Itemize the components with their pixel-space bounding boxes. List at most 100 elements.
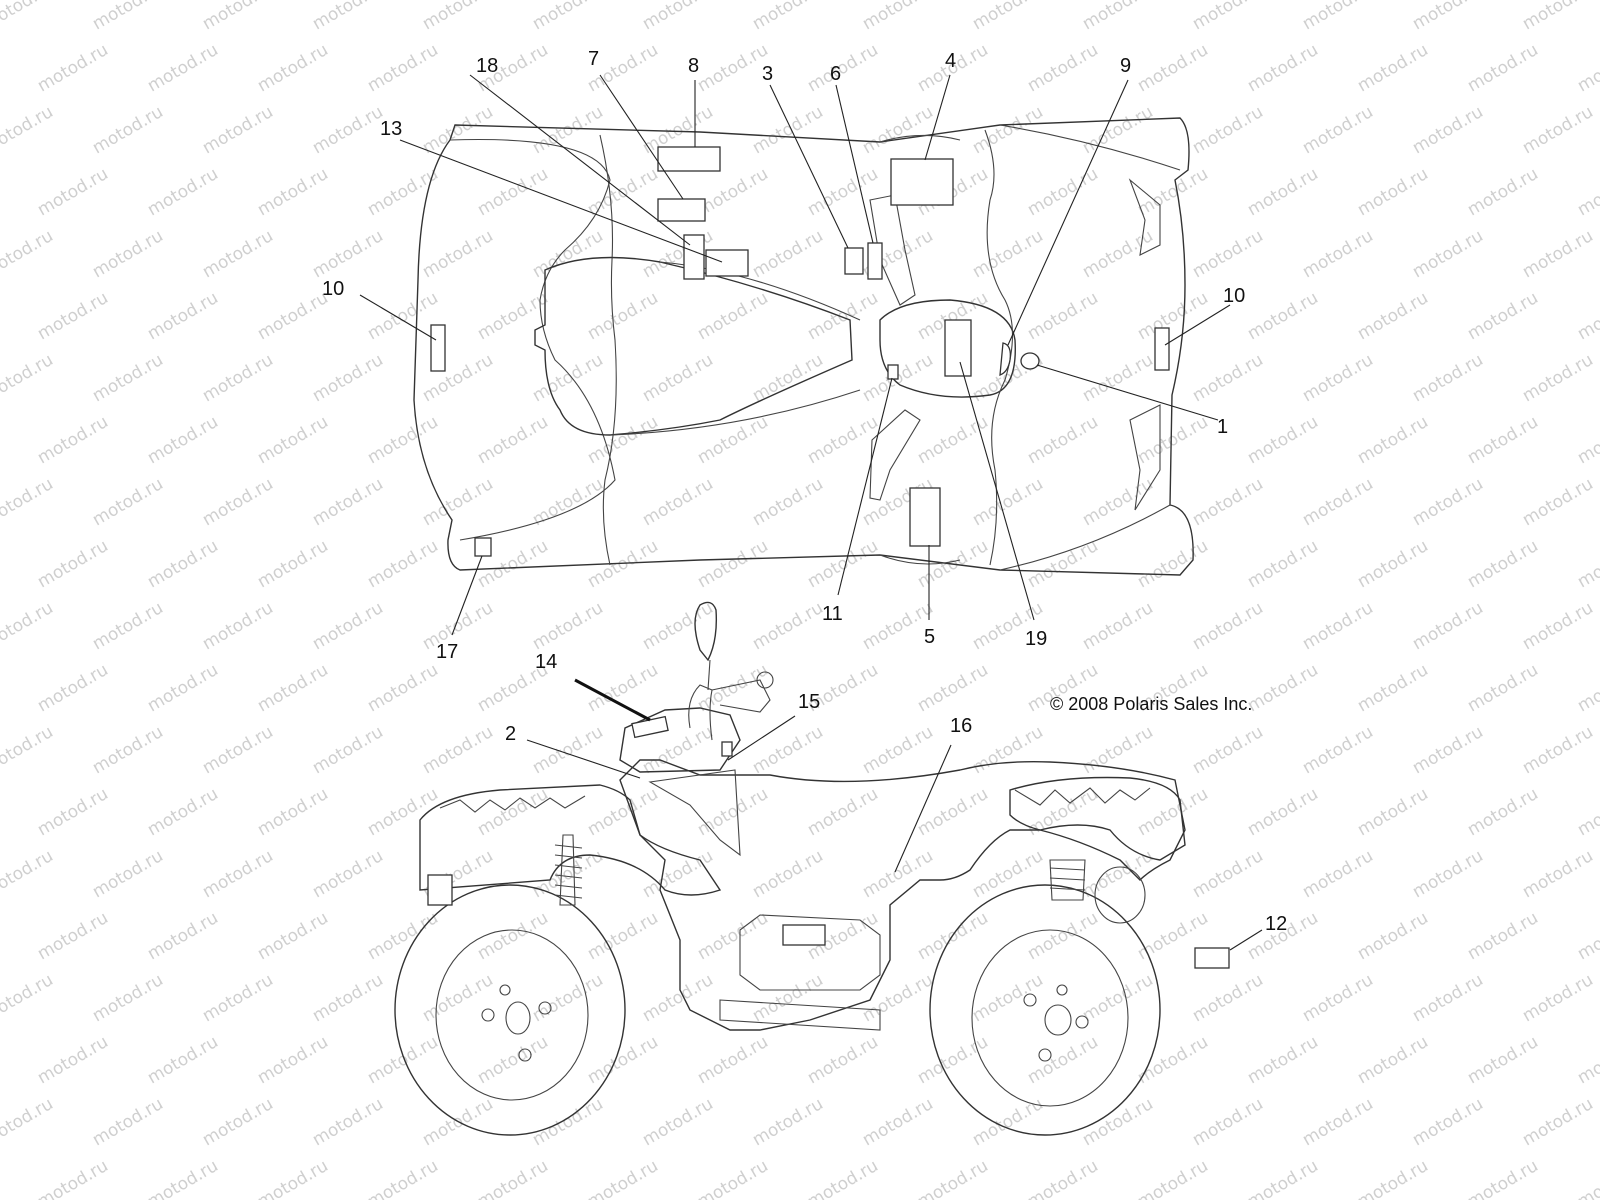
- decal-8: [657, 146, 721, 172]
- watermark-text: motod.ru: [639, 598, 717, 654]
- watermark-text: motod.ru: [749, 226, 827, 282]
- decal-6: [867, 242, 883, 280]
- watermark-text: motod.ru: [749, 0, 827, 34]
- watermark-text: motod.ru: [529, 598, 607, 654]
- watermark-text: motod.ru: [89, 102, 167, 158]
- watermark-text: motod.ru: [199, 970, 277, 1026]
- watermark-text: motod.ru: [1354, 288, 1432, 344]
- watermark-text: motod.ru: [364, 1156, 442, 1200]
- watermark-text: motod.ru: [1299, 1094, 1377, 1150]
- watermark-text: motod.ru: [969, 102, 1047, 158]
- watermark-text: motod.ru: [1519, 0, 1597, 34]
- callout-8: 8: [688, 55, 699, 77]
- watermark-text: motod.ru: [1519, 722, 1597, 778]
- watermark-text: motod.ru: [1574, 536, 1600, 592]
- watermark-text: motod.ru: [1409, 598, 1487, 654]
- watermark-text: motod.ru: [309, 474, 387, 530]
- watermark-text: motod.ru: [1244, 40, 1322, 96]
- watermark-text: motod.ru: [0, 350, 57, 406]
- watermark-text: motod.ru: [34, 784, 112, 840]
- watermark-text: motod.ru: [529, 0, 607, 34]
- callout-18: 18: [476, 55, 498, 77]
- watermark-text: motod.ru: [309, 598, 387, 654]
- watermark-text: motod.ru: [1574, 908, 1600, 964]
- watermark-text: motod.ru: [89, 474, 167, 530]
- watermark-text: motod.ru: [1464, 164, 1542, 220]
- watermark-text: motod.ru: [34, 40, 112, 96]
- watermark-text: motod.ru: [749, 1094, 827, 1150]
- watermark-text: motod.ru: [749, 474, 827, 530]
- watermark-text: motod.ru: [859, 722, 937, 778]
- watermark-text: motod.ru: [89, 226, 167, 282]
- watermark-text: motod.ru: [1189, 1094, 1267, 1150]
- watermark-text: motod.ru: [694, 412, 772, 468]
- watermark-text: motod.ru: [584, 1156, 662, 1200]
- callout-4: 4: [945, 50, 956, 72]
- watermark-text: motod.ru: [1244, 536, 1322, 592]
- watermark-text: motod.ru: [474, 784, 552, 840]
- watermark-text: motod.ru: [914, 1156, 992, 1200]
- watermark-text: motod.ru: [419, 0, 497, 34]
- watermark-text: motod.ru: [1574, 288, 1600, 344]
- watermark-text: motod.ru: [1024, 164, 1102, 220]
- watermark-text: motod.ru: [1464, 660, 1542, 716]
- watermark-text: motod.ru: [694, 40, 772, 96]
- atv-top-view: [359, 74, 1231, 636]
- watermark-text: motod.ru: [144, 288, 222, 344]
- watermark-text: motod.ru: [364, 536, 442, 592]
- watermark-text: motod.ru: [1574, 40, 1600, 96]
- watermark-text: motod.ru: [1409, 1094, 1487, 1150]
- watermark-text: motod.ru: [1134, 1156, 1212, 1200]
- watermark-text: motod.ru: [1519, 846, 1597, 902]
- watermark-text: motod.ru: [1409, 0, 1487, 34]
- watermark-text: motod.ru: [199, 846, 277, 902]
- watermark-text: motod.ru: [34, 536, 112, 592]
- callout-19: 19: [1025, 628, 1047, 650]
- watermark-text: motod.ru: [1189, 350, 1267, 406]
- watermark-text: motod.ru: [529, 846, 607, 902]
- watermark-text: motod.ru: [1134, 412, 1212, 468]
- watermark-text: motod.ru: [969, 0, 1047, 34]
- callout-13: 13: [380, 118, 402, 140]
- watermark-text: motod.ru: [1409, 722, 1487, 778]
- watermark-text: motod.ru: [1299, 102, 1377, 158]
- watermark-text: motod.ru: [0, 102, 57, 158]
- watermark-text: motod.ru: [914, 412, 992, 468]
- watermark-text: motod.ru: [89, 722, 167, 778]
- decal-15: [721, 741, 733, 757]
- watermark-text: motod.ru: [694, 164, 772, 220]
- watermark-text: motod.ru: [529, 970, 607, 1026]
- watermark-text: motod.ru: [1079, 1094, 1157, 1150]
- watermark-text: motod.ru: [89, 1094, 167, 1150]
- decal-side-panel: [782, 924, 826, 946]
- watermark-text: motod.ru: [1464, 1156, 1542, 1200]
- watermark-text: motod.ru: [969, 474, 1047, 530]
- watermark-text: motod.ru: [584, 1032, 662, 1088]
- watermark-text: motod.ru: [0, 226, 57, 282]
- watermark-text: motod.ru: [364, 412, 442, 468]
- watermark-text: motod.ru: [804, 288, 882, 344]
- callouts-side: 14 15 16 2 12: [505, 651, 1287, 935]
- watermark-text: motod.ru: [804, 784, 882, 840]
- watermark-text: motod.ru: [1409, 846, 1487, 902]
- watermark-text: motod.ru: [254, 660, 332, 716]
- watermark-text: motod.ru: [1079, 598, 1157, 654]
- watermark-text: motod.ru: [89, 598, 167, 654]
- watermark-text: motod.ru: [144, 660, 222, 716]
- rear-wheel: [929, 884, 1161, 1136]
- watermark-text: motod.ru: [1354, 908, 1432, 964]
- watermark-text: motod.ru: [0, 846, 57, 902]
- watermark-text: motod.ru: [1079, 722, 1157, 778]
- watermark-text: motod.ru: [639, 0, 717, 34]
- watermark-text: motod.ru: [0, 0, 57, 34]
- watermark-text: motod.ru: [914, 1032, 992, 1088]
- watermark-text: motod.ru: [1354, 536, 1432, 592]
- watermark-text: motod.ru: [1409, 474, 1487, 530]
- callout-11: 11: [822, 603, 843, 625]
- watermark-text: motod.ru: [1134, 40, 1212, 96]
- watermark-text: motod.ru: [474, 1156, 552, 1200]
- watermark-text: motod.ru: [1189, 102, 1267, 158]
- decal-17: [474, 537, 492, 557]
- decal-12: [1194, 947, 1230, 969]
- watermark-text: motod.ru: [254, 1032, 332, 1088]
